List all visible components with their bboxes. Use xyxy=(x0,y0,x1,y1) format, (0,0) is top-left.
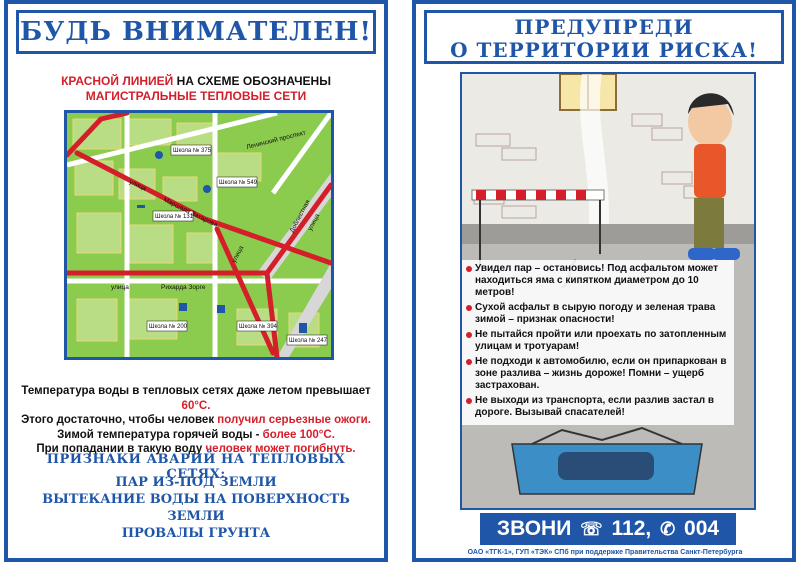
info-line4: При попадании в такую воду xyxy=(36,443,206,455)
map-school-247: Школа № 247 xyxy=(289,337,328,344)
legend-line2: МАГИСТРАЛЬНЫЕ ТЕПЛОВЫЕ СЕТИ xyxy=(85,89,307,103)
call-label: ЗВОНИ xyxy=(496,517,572,540)
map-school-394: Школа № 394 xyxy=(239,323,278,330)
right-title-line2: О ТЕРРИТОРИИ РИСКА! xyxy=(450,38,758,62)
info-line3: Зимой температура горячей воды - xyxy=(57,428,263,441)
accident-signs-heading: ПРИЗНАКИ АВАРИЙ НА ТЕПЛОВЫХ СЕТЯХ: xyxy=(46,452,346,482)
temperature-info: Температура воды в тепловых сетях даже л… xyxy=(16,384,376,457)
legend-black-text: НА СХЕМЕ ОБОЗНАЧЕНЫ xyxy=(176,74,331,88)
info-60c: 60°С. xyxy=(181,399,211,412)
info-line1: Температура воды в тепловых сетях даже л… xyxy=(21,385,371,397)
sign-steam: ПАР ИЗ-ПОД ЗЕМЛИ xyxy=(115,475,277,490)
info-100c: более 100°С. xyxy=(262,428,335,441)
right-poster: ПРЕДУПРЕДИ О ТЕРРИТОРИИ РИСКА! xyxy=(412,0,796,562)
rule-flooded-streets: Не пытайся пройти или проехать по затопл… xyxy=(466,329,730,353)
safety-rules: Увидел пар – остановись! Под асфальтом м… xyxy=(462,260,734,425)
right-title-line1: ПРЕДУПРЕДИ xyxy=(514,15,694,39)
phone-icon: ☏ xyxy=(580,519,603,539)
sponsor-footer: ОАО «ТГК-1», ГУП «ТЭК» СПб при поддержке… xyxy=(467,549,743,556)
info-line2: Этого достаточно, чтобы человек xyxy=(21,414,218,426)
rule-steam: Увидел пар – остановись! Под асфальтом м… xyxy=(466,263,730,299)
map-school-549: Школа № 549 xyxy=(219,179,258,186)
left-poster: БУДЬ ВНИМАТЕЛЕН! КРАСНОЙ ЛИНИЕЙ НА СХЕМЕ… xyxy=(4,0,388,562)
map-school-131: Школа № 131 xyxy=(155,213,194,220)
map-school-200: Школа № 200 xyxy=(149,323,188,330)
street-label-2: улица xyxy=(231,245,246,264)
sign-water: ВЫТЕКАНИЕ ВОДЫ НА ПОВЕРХНОСТЬ ЗЕМЛИ xyxy=(42,492,350,524)
info-burns: получил серьезные ожоги. xyxy=(217,414,371,426)
street-leninsky: Ленинский проспект xyxy=(246,128,307,150)
map-legend: КРАСНОЙ ЛИНИЕЙ НА СХЕМЕ ОБОЗНАЧЕНЫ МАГИС… xyxy=(16,74,376,104)
right-poster-title: ПРЕДУПРЕДИ О ТЕРРИТОРИИ РИСКА! xyxy=(424,10,784,64)
handset-icon: ✆ xyxy=(660,519,676,539)
accident-signs-list: ПАР ИЗ-ПОД ЗЕМЛИ ВЫТЕКАНИЕ ВОДЫ НА ПОВЕР… xyxy=(16,474,376,542)
left-poster-title: БУДЬ ВНИМАТЕЛЕН! xyxy=(16,10,376,54)
street-label-3: улица xyxy=(111,284,129,291)
info-death: человек может погибнуть. xyxy=(205,443,356,455)
sign-collapse: ПРОВАЛЫ ГРУНТА xyxy=(121,526,271,541)
street-zorge: Рихарда Зорге xyxy=(161,284,206,291)
rule-car: Не подходи к автомобилю, если он припарк… xyxy=(466,356,730,392)
heating-network-map: Школа № 375 Школа № 549 Школа № 131 Школ… xyxy=(64,110,334,360)
emergency-call-bar: ЗВОНИ ☏ 112, ✆ 004 xyxy=(480,513,736,545)
map-school-375: Школа № 375 xyxy=(173,147,212,154)
rule-dry-asphalt: Сухой асфальт в сырую погоду и зеленая т… xyxy=(466,302,730,326)
legend-red-text: КРАСНОЙ ЛИНИЕЙ xyxy=(61,74,174,88)
call-112: 112, xyxy=(611,517,652,540)
rule-transport: Не выходи из транспорта, если разлив зас… xyxy=(466,395,730,419)
call-004: 004 xyxy=(684,517,720,540)
